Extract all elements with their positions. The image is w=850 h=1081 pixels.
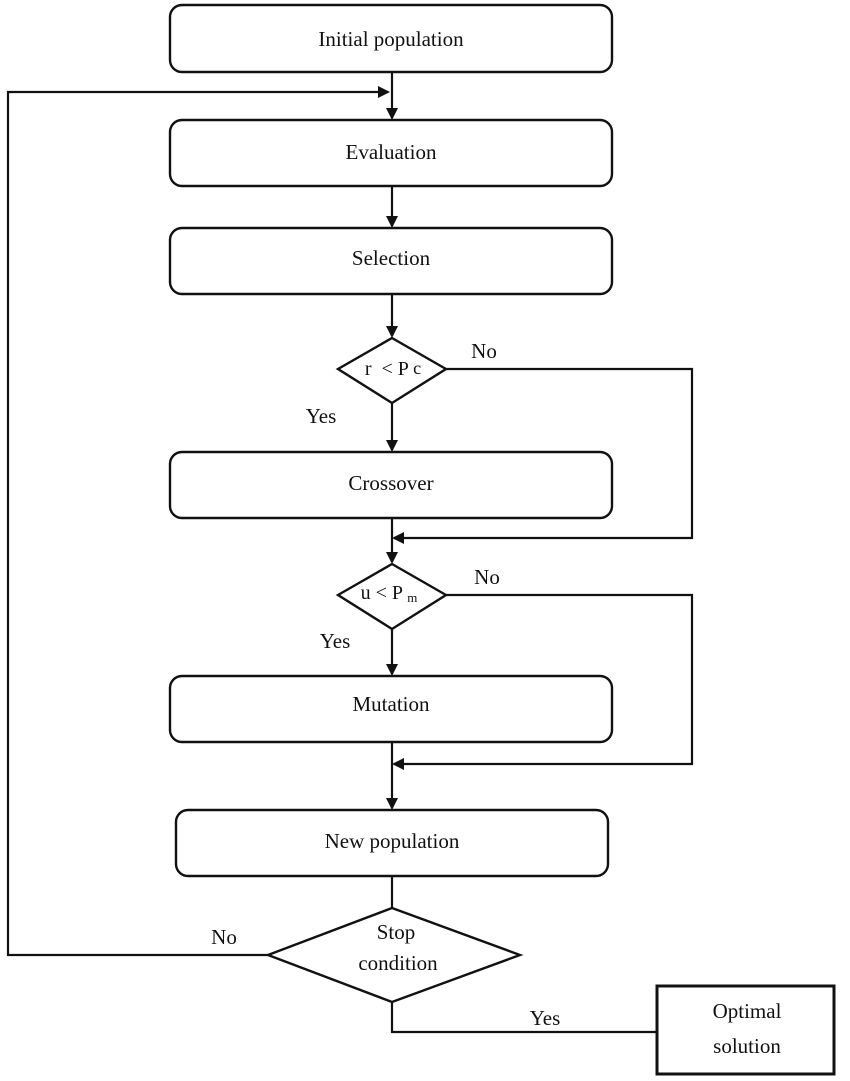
mutation-box bbox=[168, 674, 614, 744]
nodes: Initial population Evaluation Selection … bbox=[168, 3, 836, 1076]
stop-yes-label: Yes bbox=[530, 1006, 561, 1030]
mutation-decision-sub: m bbox=[407, 590, 417, 605]
crossover-box bbox=[168, 450, 614, 520]
crossover-decision-diamond bbox=[335, 336, 449, 405]
initial-population-label: Initial population bbox=[318, 27, 464, 51]
stop-condition-line-2: condition bbox=[358, 951, 438, 975]
stop-condition-diamond bbox=[264, 906, 524, 1004]
crossover-no-label: No bbox=[471, 339, 497, 363]
edge-crossover-decision-no bbox=[392, 367, 694, 544]
selection-label: Selection bbox=[352, 246, 431, 270]
crossover-yes-label: Yes bbox=[306, 404, 337, 428]
connectors bbox=[6, 72, 694, 1034]
mutation-decision-label: u < P m bbox=[361, 582, 418, 605]
crossover-decision-label: r < P c bbox=[365, 358, 421, 380]
crossover-decision-p: P bbox=[398, 358, 409, 380]
mutation-decision-op: < bbox=[376, 582, 387, 604]
new-population-label: New population bbox=[325, 829, 460, 853]
selection-box bbox=[168, 226, 614, 296]
mutation-decision-p: P bbox=[392, 582, 403, 604]
crossover-decision-sub: c bbox=[413, 358, 421, 378]
crossover-decision-var: r bbox=[365, 358, 372, 380]
evaluation-box bbox=[168, 118, 614, 188]
mutation-label: Mutation bbox=[353, 692, 430, 716]
edge-mutation-decision-no bbox=[392, 593, 694, 770]
evaluation-label: Evaluation bbox=[346, 140, 437, 164]
edge-stop-no-loop bbox=[6, 86, 390, 957]
initial-population-box bbox=[168, 3, 614, 74]
crossover-decision-op: < bbox=[382, 358, 393, 380]
optimal-solution-box bbox=[655, 984, 836, 1076]
optimal-solution-line-2: solution bbox=[713, 1034, 781, 1058]
mutation-no-label: No bbox=[474, 565, 500, 589]
crossover-label: Crossover bbox=[348, 471, 433, 495]
stop-condition-line-1: Stop bbox=[377, 920, 416, 944]
optimal-solution-line-1: Optimal bbox=[713, 999, 782, 1023]
mutation-decision-diamond bbox=[335, 562, 449, 631]
mutation-decision-var: u bbox=[361, 582, 371, 604]
stop-no-label: No bbox=[211, 925, 237, 949]
edge-labels: No Yes No Yes No Yes bbox=[211, 339, 560, 1030]
mutation-yes-label: Yes bbox=[320, 629, 351, 653]
new-population-box bbox=[174, 808, 610, 878]
edge-stop-yes bbox=[390, 1002, 656, 1034]
